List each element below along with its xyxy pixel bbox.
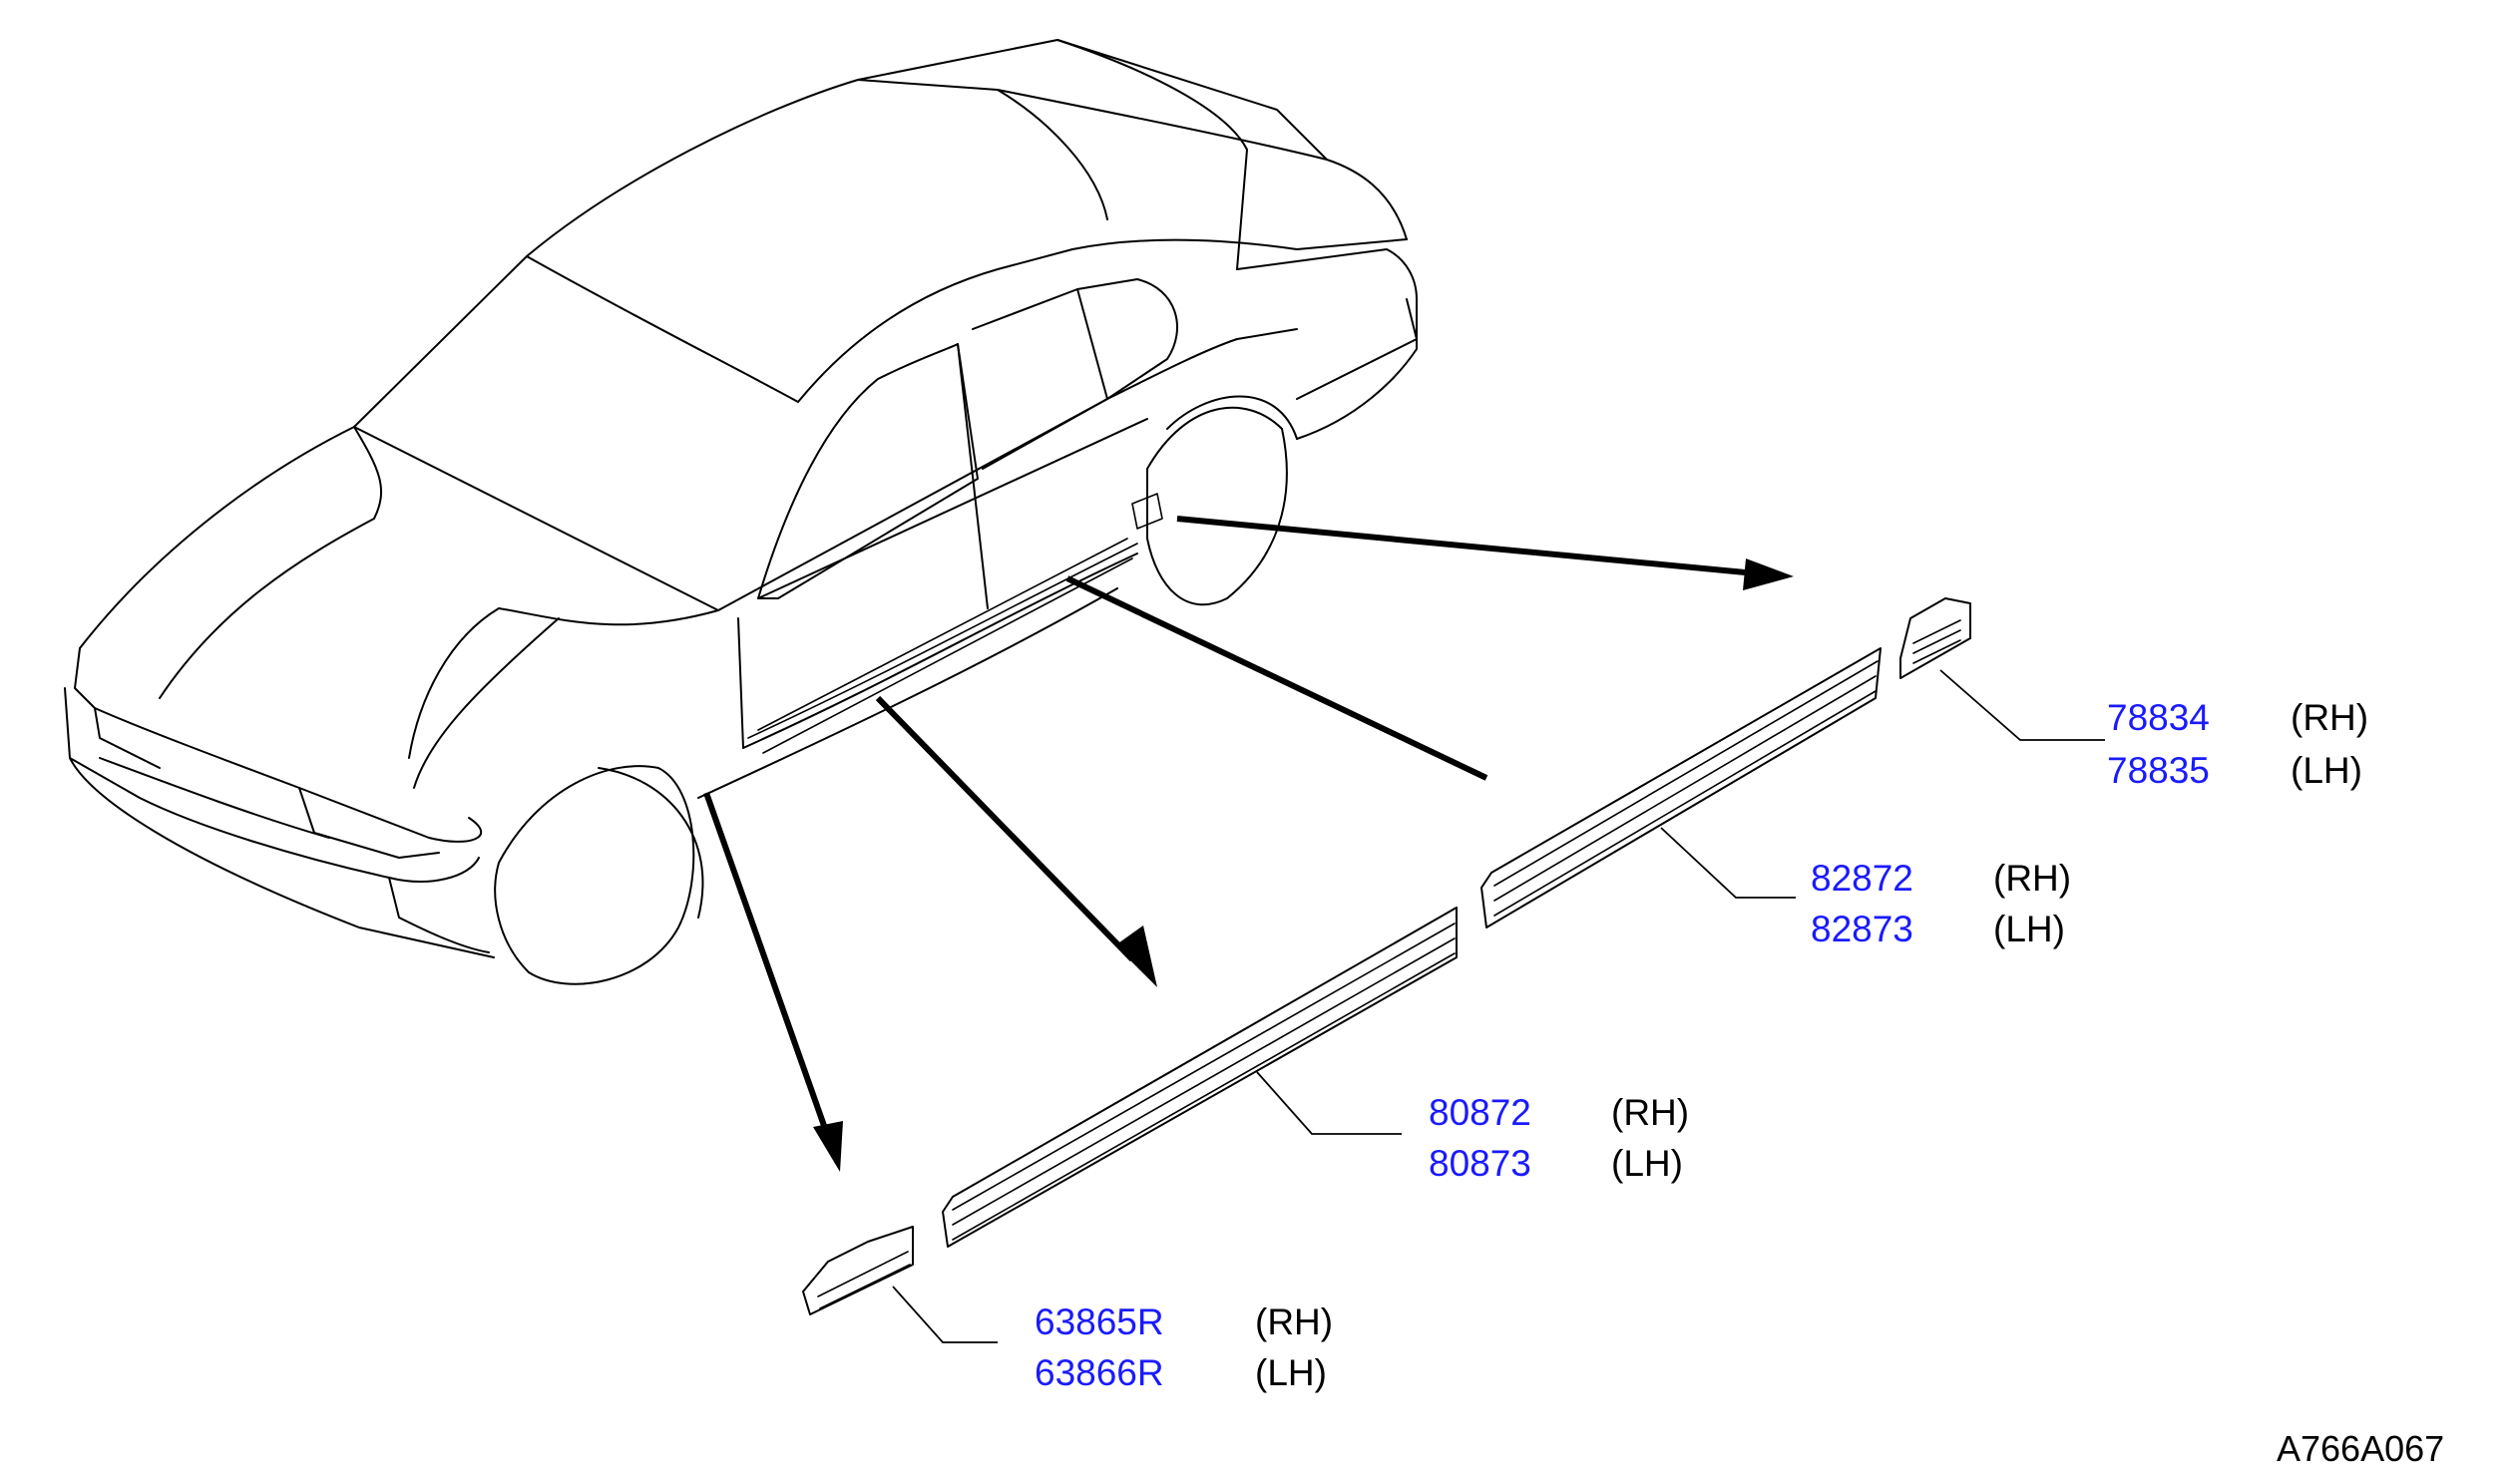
arrow-fender <box>703 791 831 1139</box>
callout-rear-door-moulding: 82872 82873 (RH) (LH) <box>1811 858 2071 949</box>
side-label-rh: (RH) <box>1993 858 2071 899</box>
leader-rear-door <box>1660 827 1796 899</box>
side-label-lh: (LH) <box>1611 1143 1683 1184</box>
part-front-door-moulding <box>942 907 1458 1248</box>
part-number-rh: 82872 <box>1811 858 1913 899</box>
side-label-rh: (RH) <box>1255 1301 1333 1342</box>
arrow-head-rear-ornament <box>1743 558 1794 590</box>
part-number-lh: 78835 <box>2107 750 2210 791</box>
part-rear-ornament <box>1899 597 1971 679</box>
side-label-lh: (LH) <box>1993 909 2065 949</box>
arrow-front-door <box>875 695 1135 962</box>
side-label-rh: (RH) <box>1611 1092 1689 1133</box>
arrow-head-front-door <box>1115 925 1157 987</box>
leader-front-door <box>1256 1071 1402 1135</box>
arrow-rear-ornament <box>1176 516 1757 576</box>
pointer-arrows <box>703 516 1794 1172</box>
leader-lines <box>892 669 2105 1343</box>
side-label-lh: (LH) <box>2291 750 2362 791</box>
part-number-lh: 80873 <box>1429 1143 1531 1184</box>
part-fender-moulding <box>802 1226 914 1315</box>
callout-front-door-moulding: 80872 80873 (RH) (LH) <box>1429 1092 1689 1184</box>
arrow-rear-door <box>1065 575 1488 781</box>
side-label-lh: (LH) <box>1255 1352 1327 1393</box>
part-number-rh: 78834 <box>2107 697 2210 738</box>
leader-fender <box>892 1286 998 1343</box>
part-number-rh: 80872 <box>1429 1092 1531 1133</box>
part-number-lh: 82873 <box>1811 909 1913 949</box>
part-rear-door-moulding <box>1480 647 1882 928</box>
car-illustration <box>64 39 1418 985</box>
reference-code: A766A067 <box>2277 1428 2444 1469</box>
side-label-rh: (RH) <box>2291 697 2368 738</box>
part-number-rh: 63865R <box>1035 1301 1164 1342</box>
part-number-lh: 63866R <box>1035 1352 1164 1393</box>
callout-rear-ornament: 78834 78835 (RH) (LH) <box>2107 697 2368 791</box>
arrow-head-fender <box>813 1121 843 1172</box>
leader-rear-ornament <box>1939 669 2105 741</box>
callout-fender-moulding: 63865R 63866R (RH) (LH) <box>1035 1301 1333 1393</box>
